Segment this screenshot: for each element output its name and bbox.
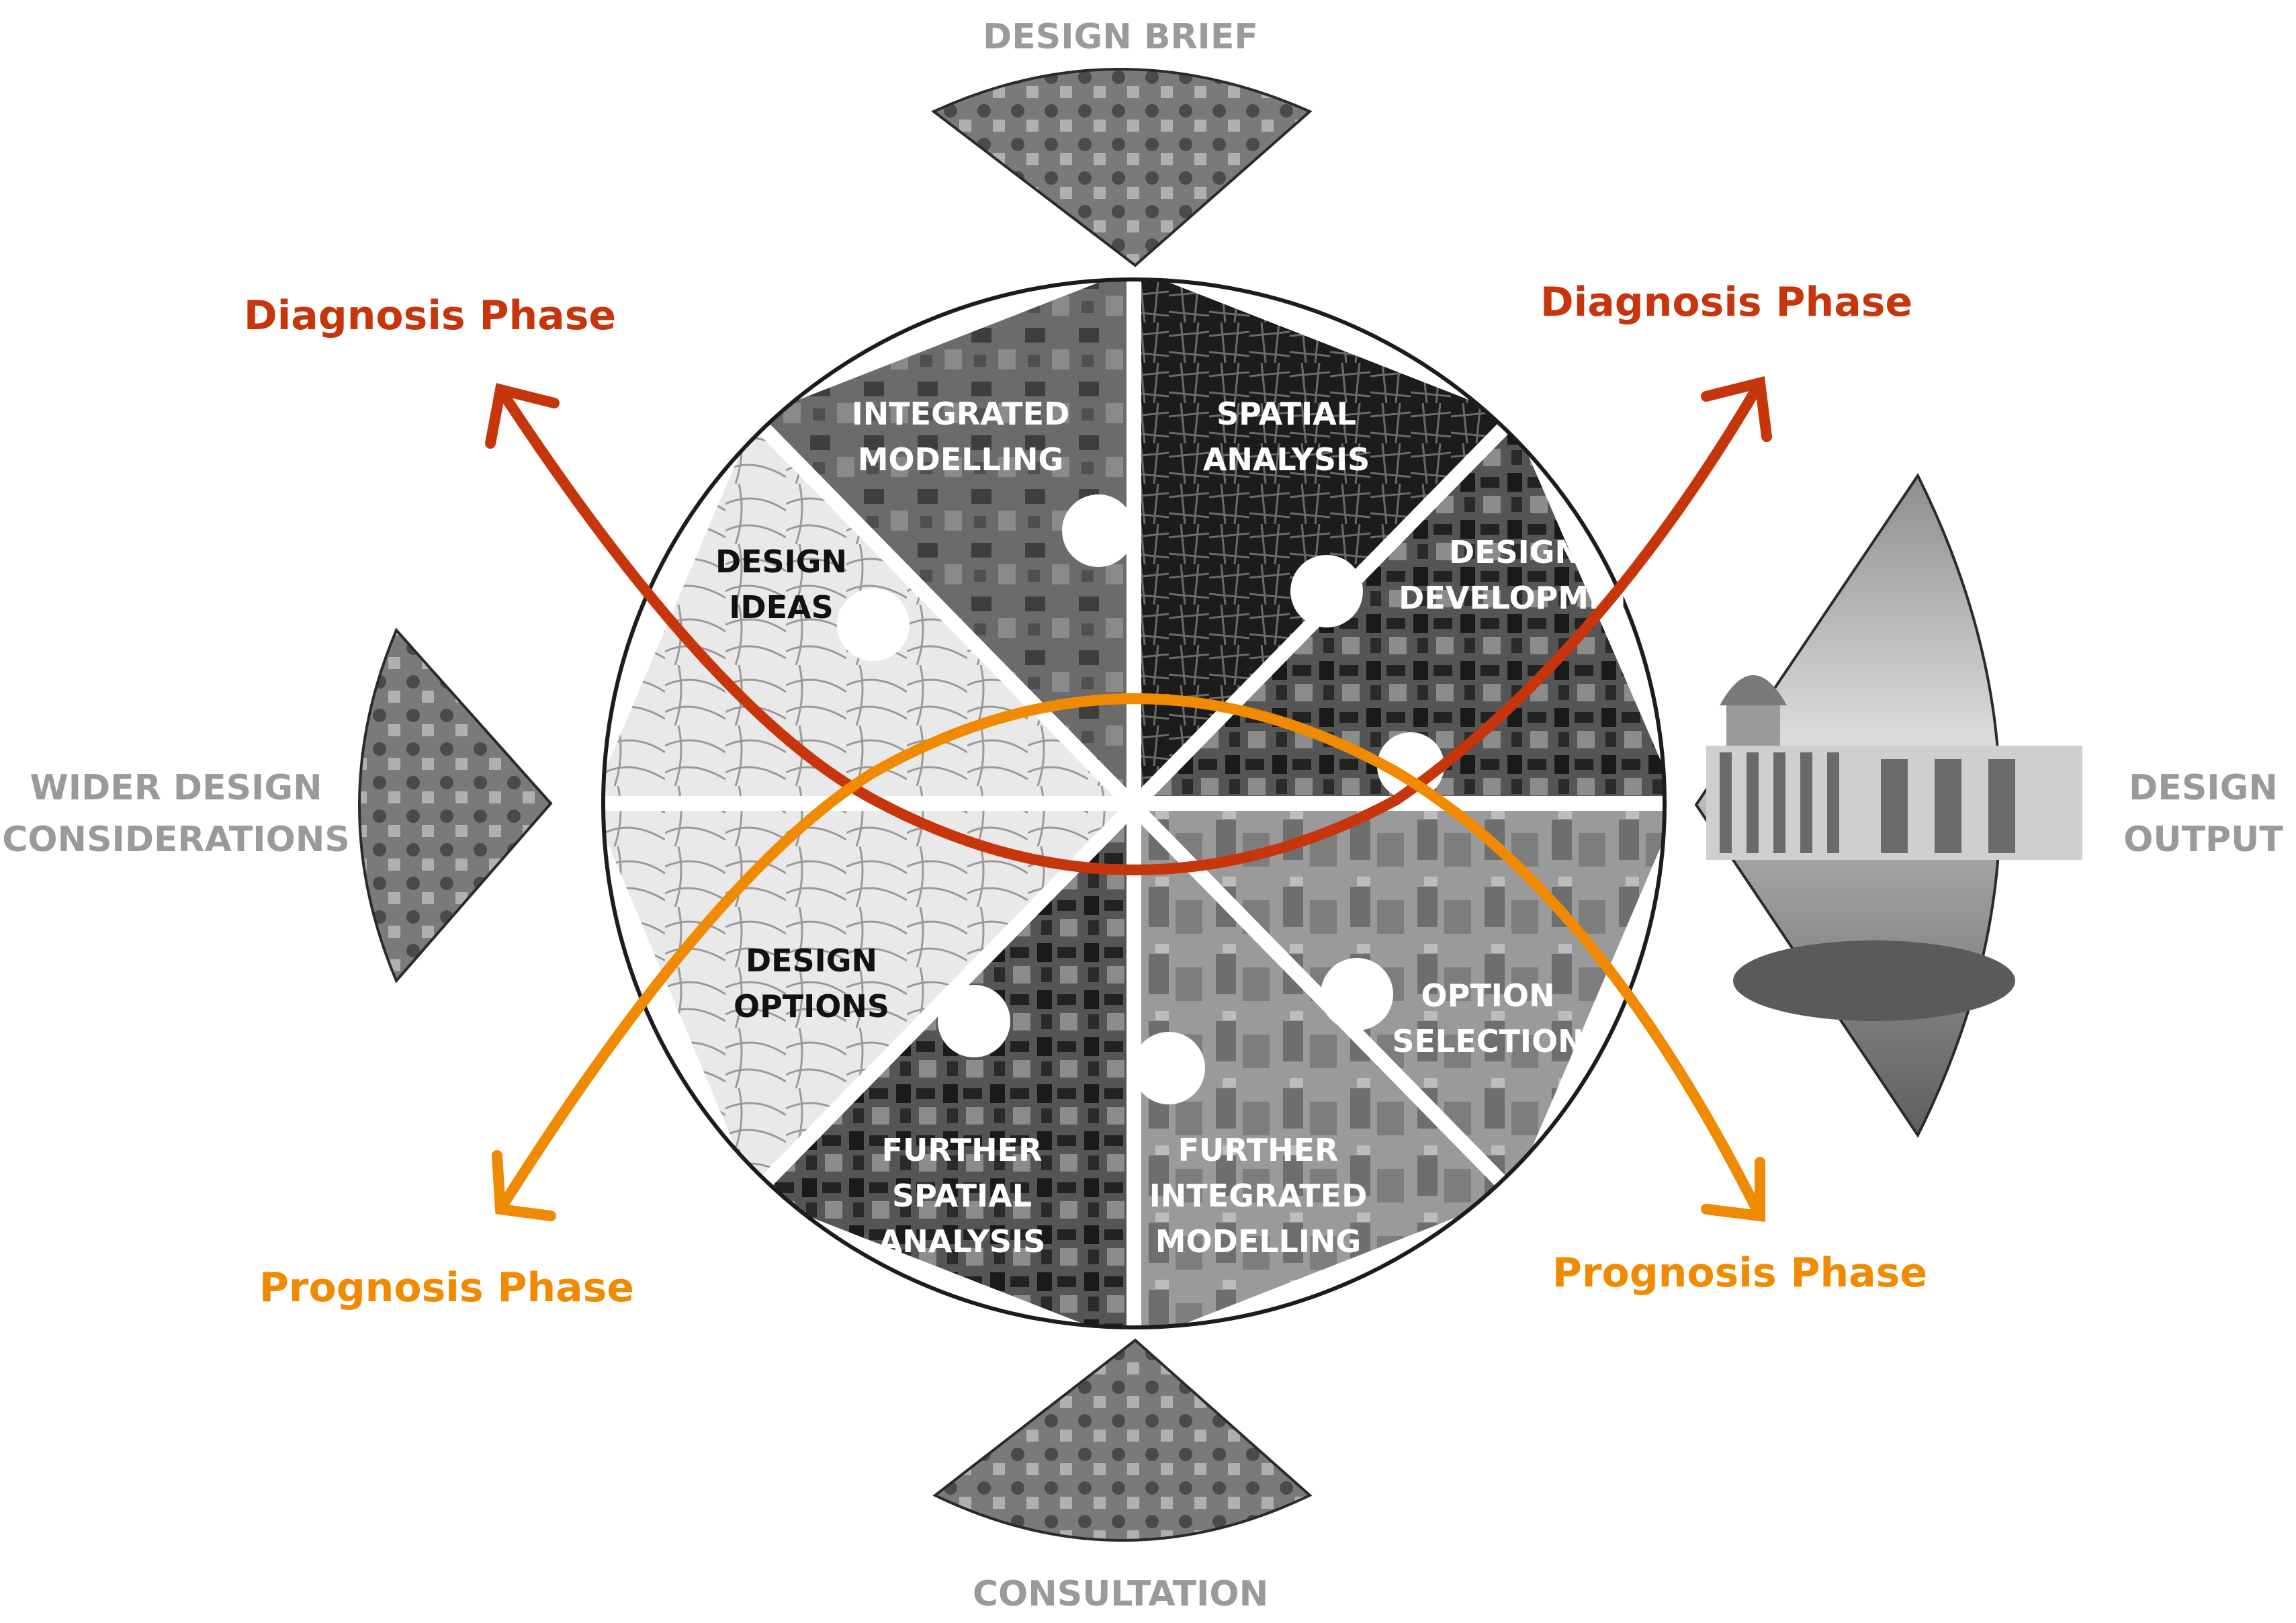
label-considerations: CONSIDERATIONS <box>2 820 350 860</box>
svg-text:DESIGN: DESIGN <box>715 543 847 580</box>
design-brief-image <box>934 69 1310 265</box>
wider-considerations-image <box>359 630 551 981</box>
svg-text:MODELLING: MODELLING <box>1155 1223 1361 1260</box>
label-wider-design: WIDER DESIGN <box>30 768 322 808</box>
svg-text:IDEAS: IDEAS <box>729 589 833 625</box>
svg-text:SPATIAL: SPATIAL <box>1217 396 1356 432</box>
svg-text:ANALYSIS: ANALYSIS <box>879 1223 1046 1260</box>
svg-text:FURTHER: FURTHER <box>882 1132 1043 1168</box>
svg-text:DESIGN: DESIGN <box>1449 534 1581 570</box>
prognosis-phase-right: Prognosis Phase <box>1552 1249 1927 1297</box>
segment-label-further-spatial-analysis: FURTHER SPATIAL ANALYSIS <box>879 1132 1046 1260</box>
svg-text:SELECTION: SELECTION <box>1392 1023 1583 1059</box>
label-output: OUTPUT <box>2123 820 2283 860</box>
consultation-image <box>935 1340 1310 1540</box>
diagnosis-phase-left: Diagnosis Phase <box>244 292 616 339</box>
svg-text:INTEGRATED: INTEGRATED <box>1149 1178 1368 1214</box>
diagnosis-phase-right: Diagnosis Phase <box>1540 279 1912 326</box>
svg-text:DESIGN: DESIGN <box>746 942 877 979</box>
segment-label-further-integrated-modelling: FURTHER INTEGRATED MODELLING <box>1149 1132 1368 1260</box>
svg-text:OPTION: OPTION <box>1421 977 1555 1014</box>
svg-text:SPATIAL: SPATIAL <box>892 1178 1032 1214</box>
svg-text:FURTHER: FURTHER <box>1178 1132 1339 1168</box>
label-design-brief: DESIGN BRIEF <box>983 17 1258 57</box>
svg-text:ANALYSIS: ANALYSIS <box>1203 441 1370 478</box>
svg-text:OPTIONS: OPTIONS <box>734 988 889 1024</box>
label-consultation: CONSULTATION <box>973 1574 1268 1614</box>
label-design: DESIGN <box>2129 768 2278 808</box>
svg-text:MODELLING: MODELLING <box>858 441 1063 478</box>
svg-text:INTEGRATED: INTEGRATED <box>852 396 1070 432</box>
prognosis-phase-left: Prognosis Phase <box>259 1264 634 1311</box>
